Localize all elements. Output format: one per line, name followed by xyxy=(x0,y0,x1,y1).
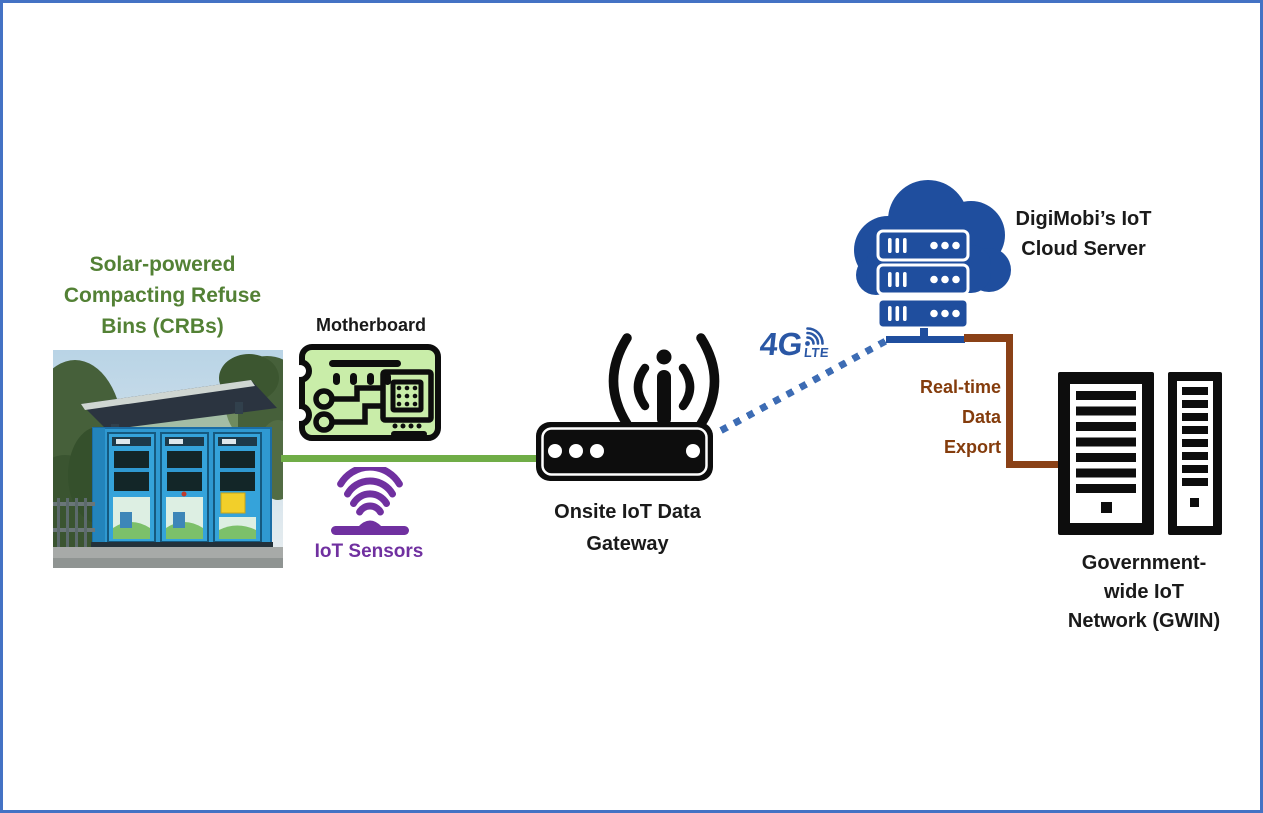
server-tower-small xyxy=(1168,372,1222,535)
server-racks xyxy=(876,229,970,330)
realtime-export-label: Real-time Data Export xyxy=(919,377,1001,457)
cloud-server-racks-icon xyxy=(854,180,1011,343)
motherboard-icon xyxy=(299,344,441,441)
gateway-icon xyxy=(533,328,733,483)
photo-bin-door-3 xyxy=(213,432,262,543)
lte-label: LTE xyxy=(802,345,830,360)
cloud-stand-bar xyxy=(886,336,965,343)
router-antenna-icon xyxy=(536,333,720,481)
cloud-server-label: DigiMobi’s IoT Cloud Server xyxy=(1015,208,1152,260)
4g-label: 4G xyxy=(758,326,805,362)
cloud-stand-stem xyxy=(920,328,928,337)
circuit-board-icon xyxy=(299,344,441,441)
connector-cloud-to-gwin-vertical xyxy=(1006,334,1013,468)
iot-sensor-icon xyxy=(331,467,409,537)
server-tower-large xyxy=(1058,372,1154,535)
photo-refuse-bins xyxy=(91,427,273,550)
gwin-label: Government- wide IoT Network (GWIN) xyxy=(1067,552,1221,632)
gwin-icon xyxy=(1058,372,1226,538)
connector-crb-to-gateway xyxy=(281,455,539,462)
photo-bin-door-1 xyxy=(107,432,156,543)
server-towers-icon xyxy=(1058,372,1222,535)
connector-cloud-to-gwin-bottom xyxy=(1006,461,1061,468)
iot-sensors-label: IoT Sensors xyxy=(314,541,424,562)
crb-photo-illustration xyxy=(53,350,283,568)
crb-photo xyxy=(53,350,283,568)
photo-ground xyxy=(53,547,283,568)
sensor-waves-icon xyxy=(331,467,409,535)
crb-title: Solar-powered Compacting Refuse Bins (CR… xyxy=(63,253,262,338)
motherboard-label: Motherboard xyxy=(316,315,426,335)
cellular-4g-lte: 4G LTE xyxy=(758,325,830,362)
connector-cloud-to-gwin-top xyxy=(964,334,1013,342)
gateway-label: Onsite IoT Data Gateway xyxy=(554,501,701,555)
photo-bin-door-2 xyxy=(160,432,209,543)
cellular-signal-icon xyxy=(804,327,824,346)
photo-fence xyxy=(53,498,95,550)
cloud-server-icon xyxy=(846,175,1011,345)
